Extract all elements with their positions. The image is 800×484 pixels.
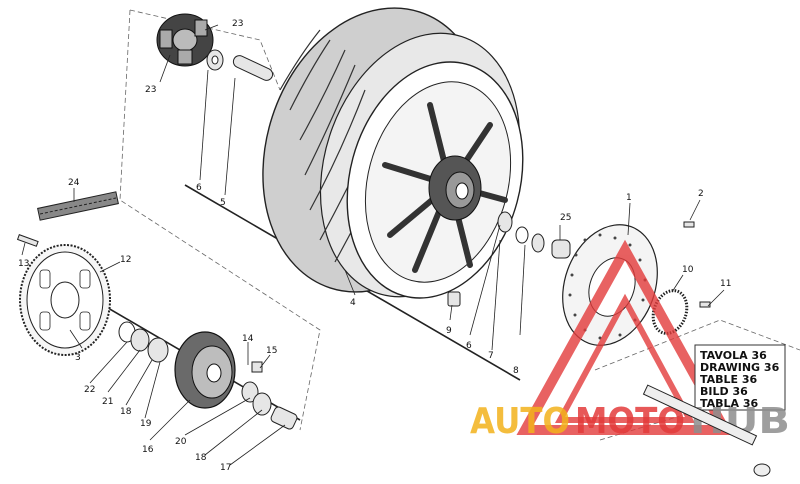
label-24: 24 bbox=[68, 178, 80, 188]
label-5: 5 bbox=[220, 198, 226, 208]
label-25: 25 bbox=[560, 213, 571, 223]
label-11: 11 bbox=[720, 279, 731, 289]
watermark-moto: MOTO bbox=[575, 401, 685, 442]
label-6-top: 6 bbox=[196, 183, 202, 193]
title-line-5: TABLA 36 bbox=[700, 397, 759, 410]
title-line-4: BILD 36 bbox=[700, 385, 748, 398]
label-20: 20 bbox=[175, 437, 187, 447]
reference-labels: 1 2 3 4 5 6 6 7 8 9 10 11 12 13 14 15 16… bbox=[18, 19, 731, 473]
label-14: 14 bbox=[242, 334, 254, 344]
label-13: 13 bbox=[18, 259, 29, 269]
label-6-bottom: 6 bbox=[466, 341, 472, 351]
rear-sprocket bbox=[19, 244, 111, 356]
label-7: 7 bbox=[488, 351, 494, 361]
title-block: TAVOLA 36 DRAWING 36 TABLE 36 BILD 36 TA… bbox=[694, 344, 786, 411]
label-8: 8 bbox=[513, 366, 519, 376]
axle-bolt bbox=[642, 384, 771, 477]
label-12: 12 bbox=[120, 255, 131, 265]
label-10: 10 bbox=[682, 265, 694, 275]
title-line-1: TAVOLA 36 bbox=[700, 349, 767, 362]
label-21: 21 bbox=[102, 397, 113, 407]
watermark-logo-triangle bbox=[516, 239, 734, 435]
label-1: 1 bbox=[626, 193, 632, 203]
abs-tone-ring bbox=[651, 289, 689, 335]
title-line-2: DRAWING 36 bbox=[700, 361, 780, 374]
label-23-top: 23 bbox=[232, 19, 243, 29]
label-3: 3 bbox=[75, 353, 81, 363]
label-9: 9 bbox=[446, 326, 452, 336]
leader-lines bbox=[21, 24, 725, 466]
label-18-right: 18 bbox=[195, 453, 207, 463]
label-2: 2 bbox=[698, 189, 704, 199]
rim bbox=[346, 61, 524, 299]
label-18-left: 18 bbox=[120, 407, 132, 417]
label-22: 22 bbox=[84, 385, 95, 395]
cush-drive-rubbers bbox=[156, 13, 214, 67]
watermark-text: AUTO MOTO HUB bbox=[470, 401, 790, 442]
watermark-auto: AUTO bbox=[470, 401, 570, 442]
label-15: 15 bbox=[266, 346, 277, 356]
small-parts bbox=[16, 49, 711, 430]
label-16: 16 bbox=[142, 445, 154, 455]
chain-segment bbox=[37, 191, 119, 221]
label-17: 17 bbox=[220, 463, 231, 473]
label-4: 4 bbox=[350, 298, 356, 308]
title-line-3: TABLE 36 bbox=[700, 373, 758, 386]
sprocket-carrier-hub bbox=[174, 331, 236, 409]
label-23-bottom: 23 bbox=[145, 85, 156, 95]
label-19: 19 bbox=[140, 419, 152, 429]
